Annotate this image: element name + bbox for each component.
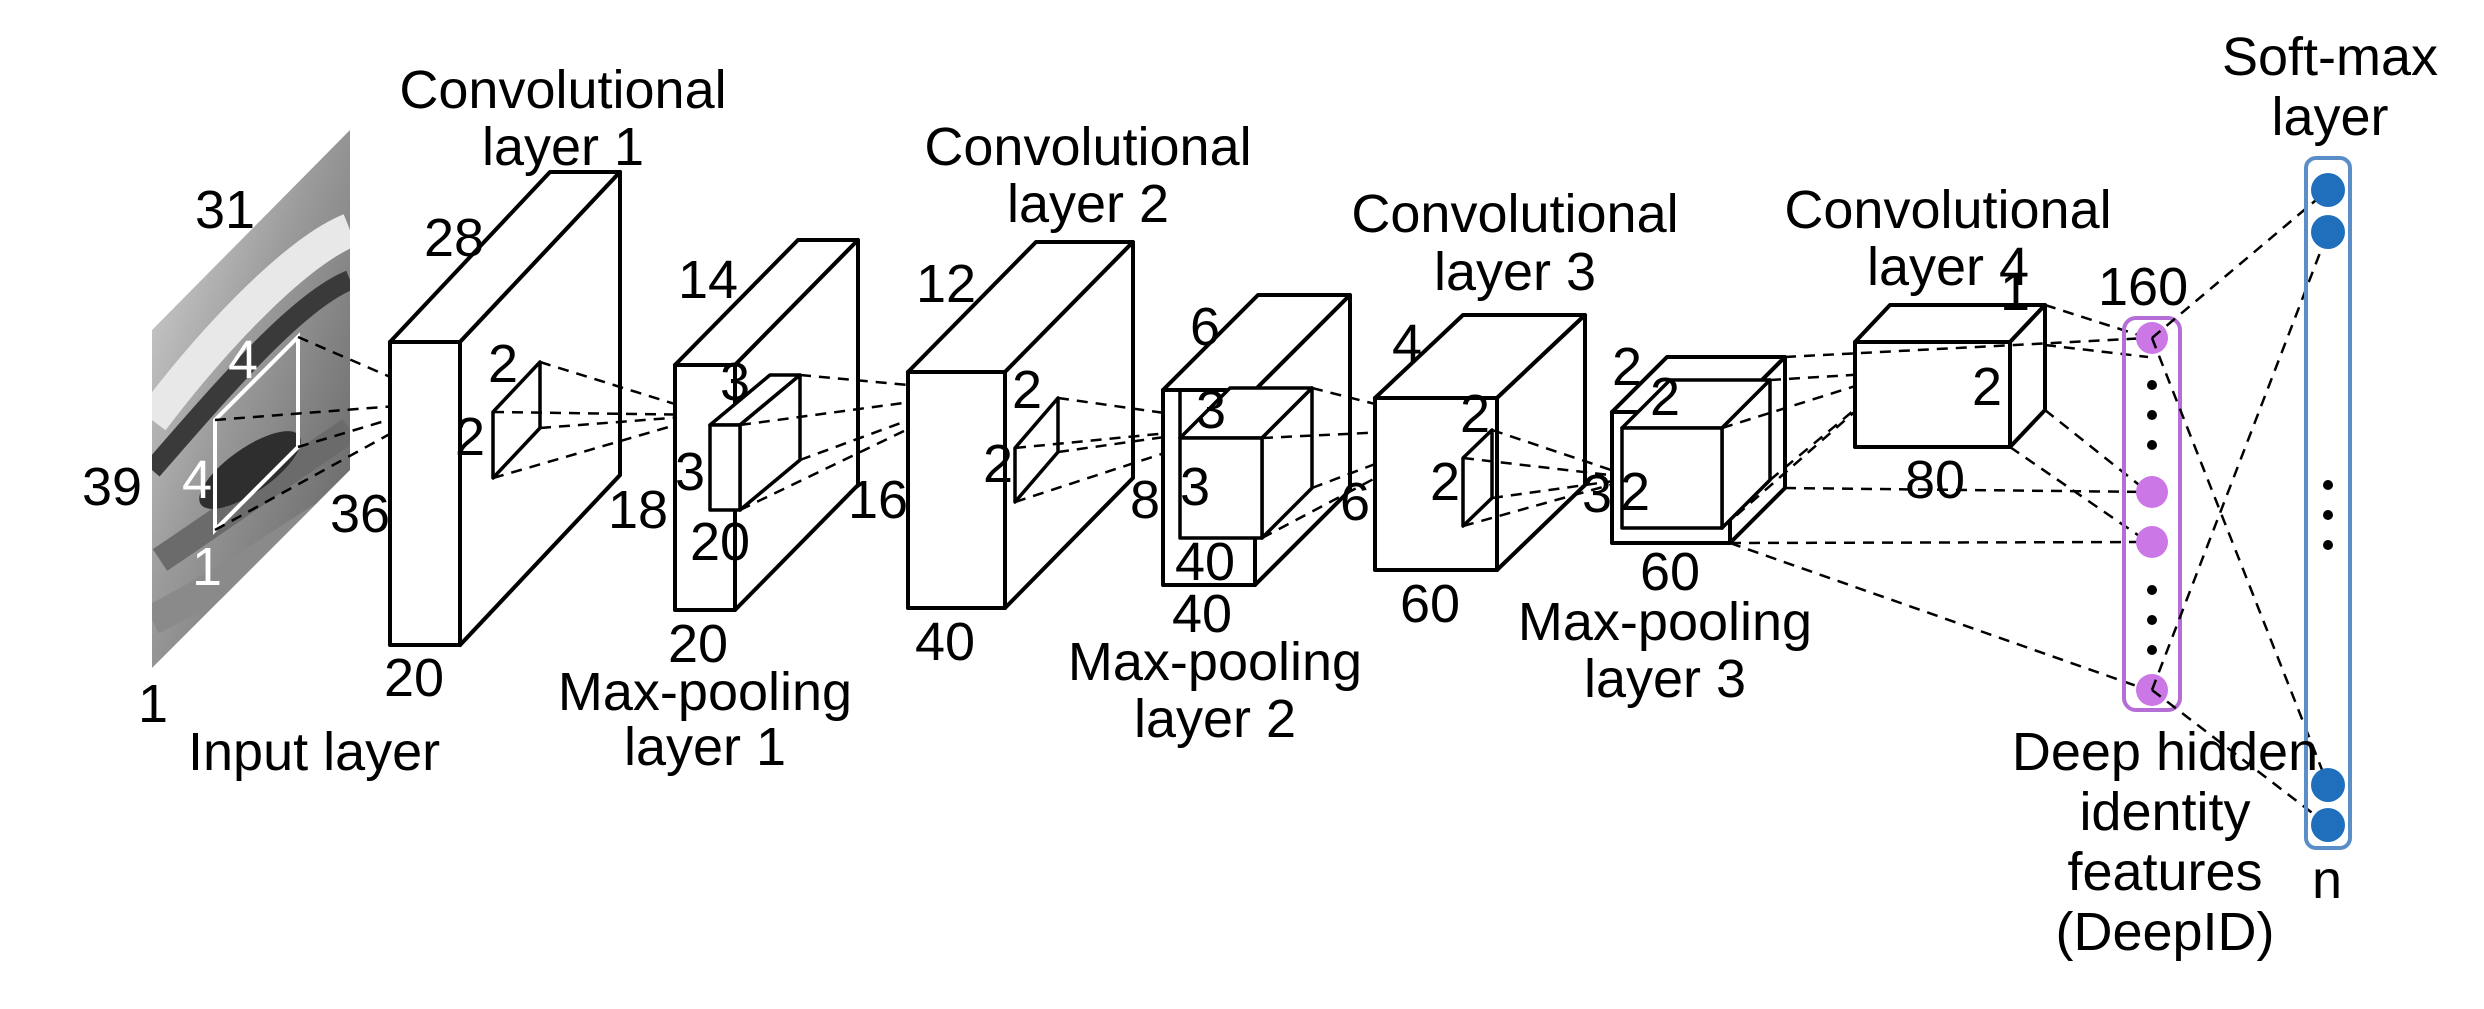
conv1-kernel-b-label: 2 <box>455 407 485 467</box>
pool1-kernel-depth-label: 20 <box>690 512 750 572</box>
conv2-height-label: 16 <box>848 470 908 530</box>
conv3-width-label: 4 <box>1392 314 1422 374</box>
softmax-title-line1: Soft-max <box>2222 27 2438 87</box>
conv1-title-line2: layer 1 <box>482 117 644 177</box>
pool3-depth-label: 60 <box>1640 542 1700 602</box>
conv4-title-line1: Convolutional <box>1784 180 2111 240</box>
conv1-block <box>388 170 622 647</box>
deepid-node <box>2136 526 2168 558</box>
pool1-title-line2: layer 1 <box>624 717 786 777</box>
pool1-kernel-b-label: 3 <box>675 442 705 502</box>
conv1-height-label: 36 <box>330 484 390 544</box>
pool2-depth-label: 40 <box>1172 584 1232 644</box>
input-height-label: 39 <box>82 457 142 517</box>
input-width-label: 31 <box>195 180 255 240</box>
conv3-height-label: 6 <box>1340 472 1370 532</box>
vertical-dots-icon <box>2147 380 2157 655</box>
softmax-node <box>2311 768 2345 802</box>
input-kernel-b-label: 4 <box>182 450 212 510</box>
pool1-width-label: 14 <box>678 250 738 310</box>
softmax-title-line2: layer <box>2271 87 2388 147</box>
conv3-depth-label: 60 <box>1400 574 1460 634</box>
softmax-node <box>2311 808 2345 842</box>
conv3-title-line2: layer 3 <box>1434 242 1596 302</box>
pool2-title-line1: Max-pooling <box>1068 632 1362 692</box>
pool1-kernel-a-label: 3 <box>720 352 750 412</box>
conv4-title-line2: layer 4 <box>1867 237 2029 297</box>
pool1-depth-label: 20 <box>668 614 728 674</box>
pool2-kernel-b-label: 3 <box>1180 457 1210 517</box>
input-depth-label: 1 <box>138 674 168 734</box>
conv1-depth-label: 20 <box>384 648 444 708</box>
deepid-count-label: 160 <box>2098 257 2188 317</box>
pool3-kernel-b-label: 2 <box>1620 462 1650 522</box>
conv4-width-label: 1 <box>2000 262 2030 322</box>
conv2-depth-label: 40 <box>915 612 975 672</box>
conv1-width-label: 28 <box>424 208 484 268</box>
deepid-to-softmax-lines <box>2150 189 2330 826</box>
input-kernel-a-label: 4 <box>228 330 258 390</box>
pool2-kernel-a-label: 3 <box>1196 380 1226 440</box>
deepid-title-line3: features <box>2067 842 2262 902</box>
conv3-title-line1: Convolutional <box>1351 184 1678 244</box>
pool2-title-line2: layer 2 <box>1134 689 1296 749</box>
pool2-width-label: 6 <box>1190 297 1220 357</box>
softmax-nodes <box>2311 173 2345 842</box>
conv2-block <box>906 240 1135 610</box>
deepid-title-line4: (DeepID) <box>2055 902 2274 962</box>
pool1-block <box>673 238 860 612</box>
conv4-block <box>1853 303 2047 449</box>
conv3-block <box>1373 313 1587 572</box>
pool3-title-line1: Max-pooling <box>1518 592 1812 652</box>
pool3-kernel-a-label: 2 <box>1650 367 1680 427</box>
softmax-container <box>2304 156 2352 850</box>
conv4-depth-label: 80 <box>1905 450 1965 510</box>
vertical-dots-icon <box>2323 480 2333 550</box>
conv2-width-label: 12 <box>916 254 976 314</box>
pool3-title-line2: layer 3 <box>1584 649 1746 709</box>
pool2-kernel-depth-label: 40 <box>1175 532 1235 592</box>
input-kernel-c-label: 1 <box>192 537 222 597</box>
pool1-height-label: 18 <box>608 480 668 540</box>
conv2-kernel-b-label: 2 <box>983 434 1013 494</box>
pool3-width-label: 2 <box>1612 337 1642 397</box>
conv4-height-label: 2 <box>1972 357 2002 417</box>
softmax-count-label: n <box>2312 850 2342 910</box>
pool1-title-line1: Max-pooling <box>558 662 852 722</box>
conv2-title-line2: layer 2 <box>1007 174 1169 234</box>
pool2-block <box>1161 293 1352 587</box>
deepid-container <box>2122 316 2182 712</box>
conv2-title-line1: Convolutional <box>924 117 1251 177</box>
conv3-kernel-b-label: 2 <box>1430 452 1460 512</box>
input-image <box>152 130 350 668</box>
conv3-kernel-a-label: 2 <box>1460 384 1490 444</box>
input-layer-title: Input layer <box>188 722 440 782</box>
conv1-kernel-a-label: 2 <box>488 334 518 394</box>
softmax-node <box>2311 173 2345 207</box>
conv2-kernel-a-label: 2 <box>1012 360 1042 420</box>
conv1-title-line1: Convolutional <box>399 60 726 120</box>
pool2-height-label: 8 <box>1130 470 1160 530</box>
pool3-height-label: 3 <box>1582 464 1612 524</box>
deepid-title-line2: identity <box>2079 782 2250 842</box>
deepid-node <box>2136 476 2168 508</box>
deepid-title-line1: Deep hidden <box>2012 722 2318 782</box>
softmax-node <box>2311 215 2345 249</box>
pool3-block <box>1610 355 1787 545</box>
